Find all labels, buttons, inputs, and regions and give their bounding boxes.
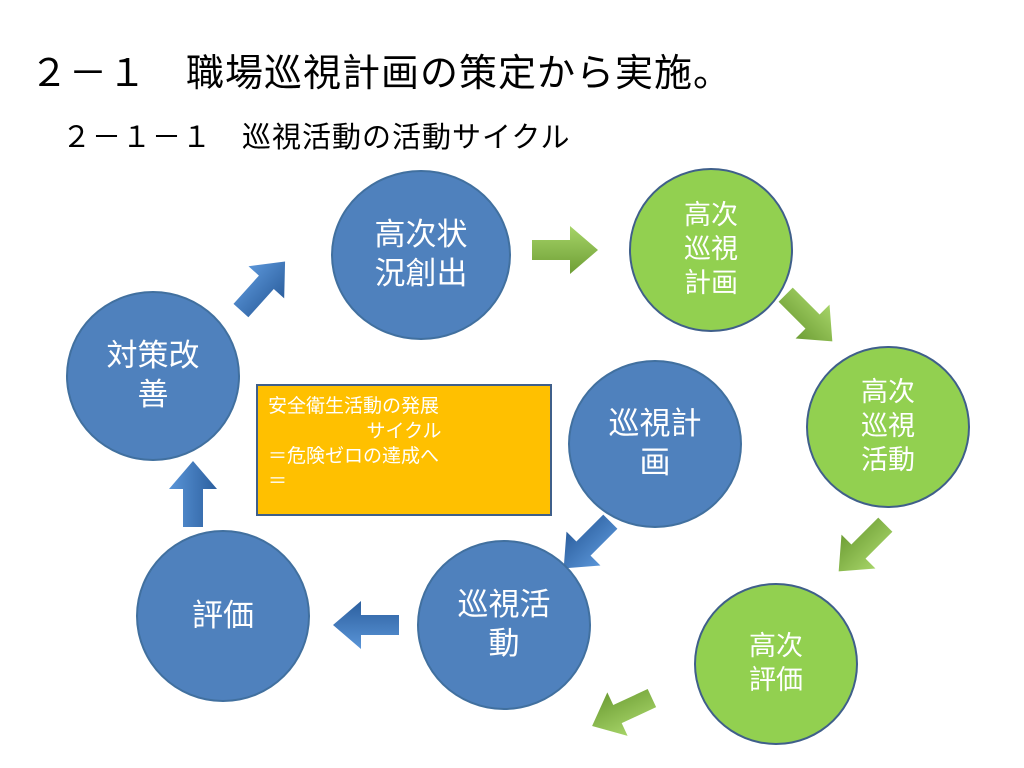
arrow-blue-to-kouji-jokyo	[223, 245, 303, 327]
page-title: ２－１ 職場巡視計画の策定から実施。	[30, 51, 733, 95]
arrow-green-to-junshi-katsudo	[581, 676, 663, 748]
node-kouji-jokyo-soushutsu: 高次状 況創出	[331, 170, 511, 340]
callout-line-1: 安全衛生活動の発展	[268, 395, 440, 417]
callout-line-2: サイクル	[366, 420, 442, 442]
arrow-green-to-keikaku	[532, 226, 598, 274]
arrow-blue-to-taisaku	[169, 461, 217, 527]
page-subtitle: ２－１－１ 巡視活動の活動サイクル	[62, 120, 571, 154]
cycle-callout-box: 安全衛生活動の発展 サイクル ＝危険ゼロの達成へ ＝	[256, 384, 552, 516]
node-kouji-junshi-katsudo: 高次 巡視 活動	[806, 346, 970, 508]
arrow-green-to-hyoka	[821, 507, 903, 589]
node-taisaku-kaizen: 対策改 善	[66, 291, 240, 461]
node-hyoka: 評価	[136, 530, 310, 702]
callout-line-4: ＝	[268, 470, 288, 492]
callout-line-3: ＝危険ゼロの達成へ	[268, 445, 440, 467]
arrow-blue-to-hyoka	[333, 601, 399, 649]
node-junshi-keikaku: 巡視計 画	[568, 360, 742, 528]
node-kouji-junshi-keikaku: 高次 巡視 計画	[629, 168, 793, 332]
node-junshi-katsudo: 巡視活 動	[417, 540, 591, 710]
node-kouji-hyoka: 高次 評価	[694, 583, 858, 745]
